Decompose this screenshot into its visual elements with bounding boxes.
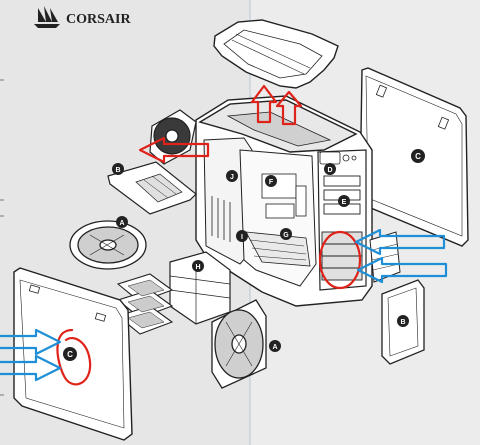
large-fan-bottom [211,299,267,389]
red-arrow-up-2 [275,90,303,126]
callout-c-left: C [63,347,77,361]
blue-arrow-front-1 [354,228,446,256]
callout-c-left-label: C [67,350,73,359]
sails-icon [34,6,60,28]
red-arrow-left [138,136,210,164]
callout-g-label: G [283,232,289,239]
corsair-logo: CORSAIR [34,6,131,28]
callout-b-left: B [112,163,124,175]
hdd-tray-left [107,161,197,215]
red-markup [56,84,362,386]
callout-f-label: F [269,179,274,186]
callout-b-right: B [397,315,409,327]
callout-g: G [280,228,292,240]
callout-f: F [265,175,277,187]
callout-e-label: E [342,199,347,206]
callout-a-left-label: A [119,220,124,227]
brand-name: CORSAIR [66,12,131,27]
callout-i-label: I [241,234,243,241]
red-arrow-up-1 [250,84,278,124]
callout-a-left: A [116,216,128,228]
callout-h-label: H [195,264,200,271]
callout-a-bottom: A [269,340,281,352]
callout-b-left-label: B [115,167,120,174]
blue-arrow-left-1 [0,328,62,356]
expansion-slots [211,196,231,242]
callout-j-label: J [230,174,234,181]
callout-j: J [226,170,238,182]
blue-arrow-left-2 [0,354,62,382]
red-circle-left-panel [56,328,92,386]
margin-ticks [0,79,4,396]
callout-a-bottom-label: A [272,344,277,351]
blue-markup [0,228,448,382]
callout-d: D [324,163,336,175]
intake-fan-left [69,220,147,270]
callout-d-label: D [327,167,332,174]
callout-e: E [338,195,350,207]
callout-b-right-label: B [400,319,405,326]
callout-c-right: C [411,149,425,163]
hdd-tray-stack [116,273,174,335]
callout-c-right-label: C [415,152,421,161]
blue-arrow-front-2 [356,256,448,284]
red-circle-front [318,230,362,290]
top-cover-panel [213,19,339,89]
callout-h: H [192,260,204,272]
front-fan-grille [369,231,401,283]
callout-i: I [236,230,248,242]
